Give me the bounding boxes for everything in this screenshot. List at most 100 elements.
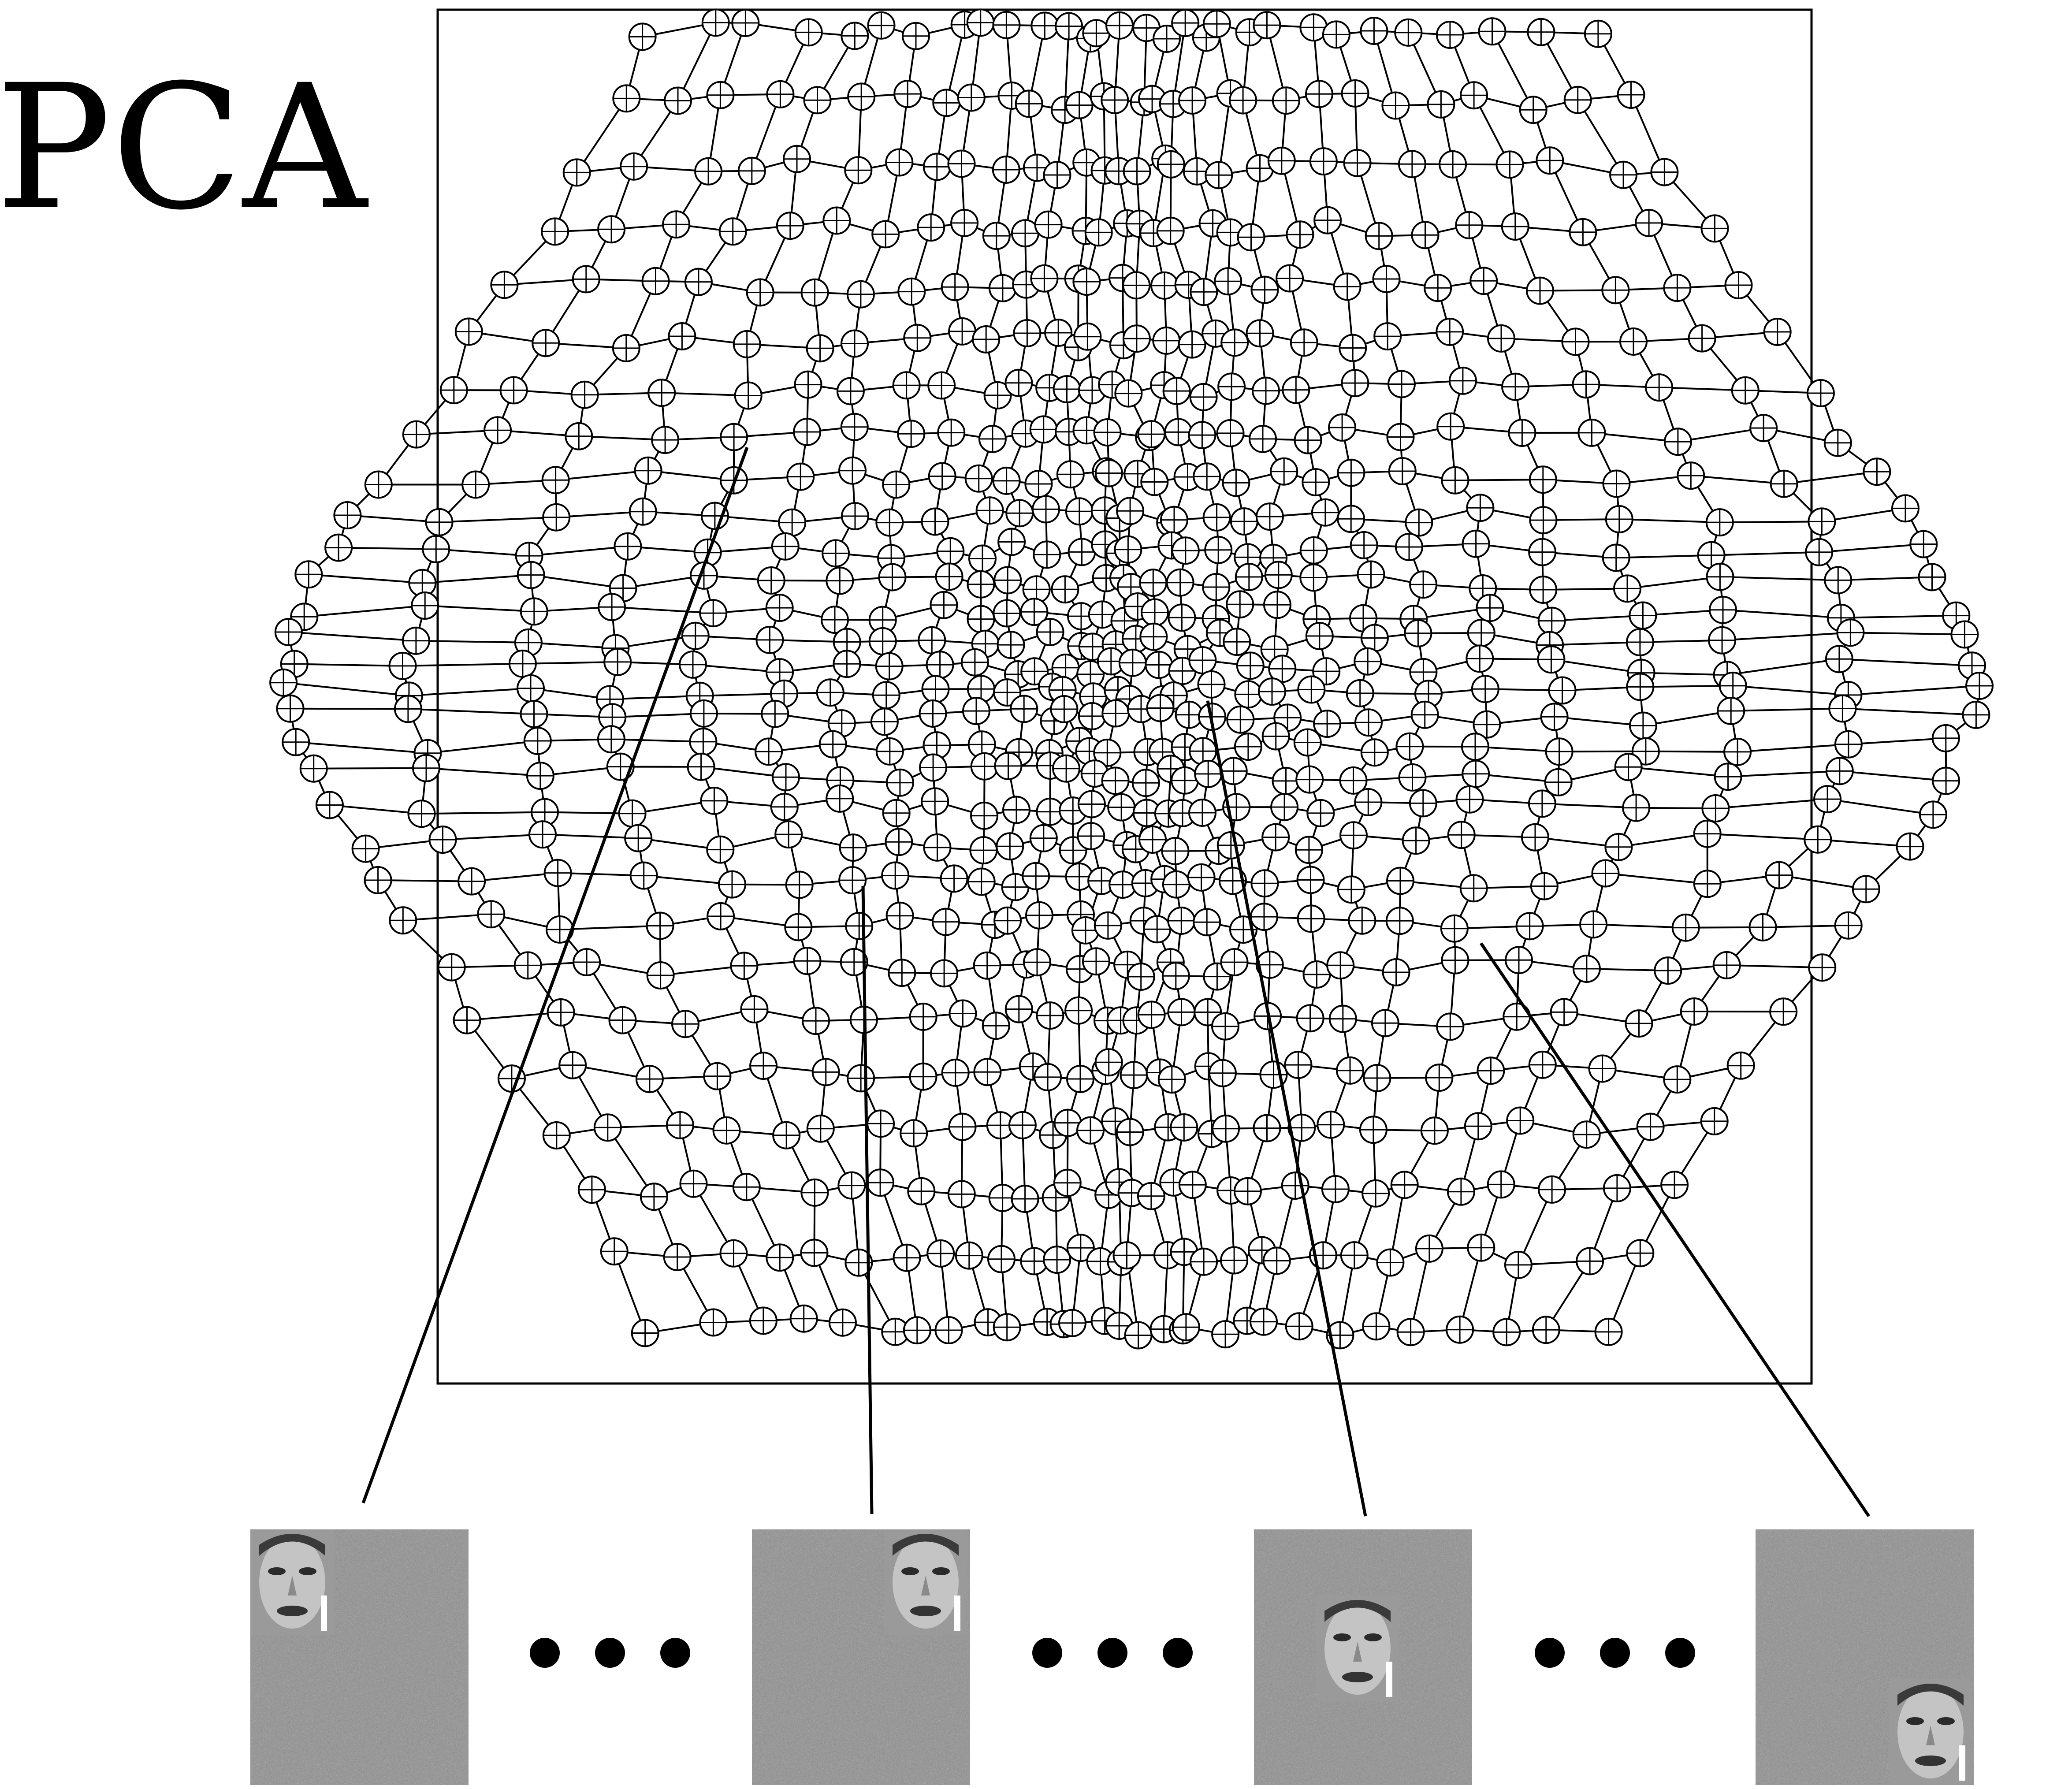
mesh-edge xyxy=(1593,923,1686,929)
mesh-edge xyxy=(1618,833,1707,848)
manifold-mesh xyxy=(269,8,1994,1350)
mesh-edge xyxy=(555,469,648,481)
mesh-edge xyxy=(436,548,529,557)
mesh-edge xyxy=(1616,554,1711,559)
thumbnail-face-center xyxy=(1254,1529,1472,1785)
plot-frame xyxy=(436,8,1813,1385)
mesh-edge xyxy=(1491,31,1534,111)
mesh-edge xyxy=(283,681,409,697)
mesh-edge xyxy=(1619,518,1720,524)
ellipsis-group xyxy=(530,1638,1695,1668)
mesh-edge xyxy=(1838,576,1932,581)
mesh-edge xyxy=(1577,99,1624,175)
mesh-edge xyxy=(1715,798,1828,809)
mesh-edge xyxy=(1711,551,1819,556)
mesh-edge xyxy=(1645,750,1738,753)
mesh-edge xyxy=(1722,632,1851,641)
thumbnail-face-top-left xyxy=(250,1529,469,1785)
mesh-edge xyxy=(1779,874,1867,890)
mesh-edge xyxy=(1841,614,1957,619)
mesh-edge xyxy=(296,741,428,754)
mesh-edge xyxy=(1707,833,1818,841)
mesh-edge xyxy=(529,545,628,557)
mesh-edge xyxy=(1818,838,1910,848)
mesh-edge xyxy=(611,738,703,743)
mesh-edge xyxy=(1551,614,1643,622)
mesh-edge xyxy=(403,913,491,922)
mesh-edge xyxy=(1607,1253,1641,1332)
mesh-edge xyxy=(611,606,714,614)
face-icon xyxy=(884,1529,967,1635)
mesh-edge xyxy=(408,708,534,715)
thumbnail-row xyxy=(250,1529,1974,1785)
mesh-edge xyxy=(531,574,623,589)
mesh-edge xyxy=(402,662,523,667)
arrow-2 xyxy=(861,885,874,1514)
mesh-edge xyxy=(1691,475,1784,485)
arrow-3 xyxy=(1206,700,1367,1517)
arrow-4 xyxy=(1480,942,1870,1517)
thumbnail-face-top-right xyxy=(752,1529,970,1785)
mesh-edge xyxy=(1605,872,1708,885)
mesh-edge xyxy=(1727,658,1840,676)
mesh-edge xyxy=(1659,387,1745,391)
mesh-edge xyxy=(439,516,557,523)
mesh-edge xyxy=(1542,803,1637,809)
mesh-edge xyxy=(1628,766,1728,778)
mesh-edge xyxy=(613,1251,646,1334)
mesh-edge xyxy=(677,22,717,101)
mesh-edge xyxy=(313,767,427,770)
mesh-edge xyxy=(416,640,528,643)
mesh-edge xyxy=(522,661,618,665)
mesh-edge xyxy=(692,663,780,673)
ellipsis-1 xyxy=(530,1638,690,1668)
mesh-edge xyxy=(467,1012,561,1021)
mesh-edge xyxy=(558,872,644,877)
connector-arrows xyxy=(361,446,1870,1517)
mesh-edge xyxy=(421,811,545,815)
mesh-edge xyxy=(1726,964,1823,969)
mesh-edge xyxy=(378,879,472,882)
mesh-edge xyxy=(648,469,734,481)
mesh-edge xyxy=(288,631,417,642)
thumbnail-face-bottom-right xyxy=(1756,1529,1974,1785)
mesh-edge xyxy=(1559,750,1646,753)
mesh-edge xyxy=(339,547,436,550)
mesh-edge xyxy=(612,712,704,718)
mesh-edge xyxy=(542,833,639,839)
mesh-edge xyxy=(1839,658,1972,667)
face-icon xyxy=(1316,1596,1399,1701)
mesh-edge xyxy=(294,663,403,667)
mesh-edge xyxy=(471,872,558,882)
mesh-edge xyxy=(1643,710,1731,727)
mesh-edge xyxy=(1551,658,1641,674)
mesh-edge xyxy=(1459,1247,1482,1330)
face-icon xyxy=(1889,1679,1972,1785)
mesh-edge xyxy=(1554,716,1644,727)
arrow-1 xyxy=(361,446,749,1504)
mesh-edge xyxy=(579,435,666,441)
mesh-edge xyxy=(1763,924,1849,928)
mesh-edge xyxy=(556,510,643,518)
mesh-edge xyxy=(304,605,425,618)
mesh-edge xyxy=(1733,684,1849,696)
mesh-edge xyxy=(1550,641,1640,646)
mesh-edge xyxy=(1719,521,1822,524)
ellipsis-2 xyxy=(1032,1638,1193,1668)
mesh-edge xyxy=(644,874,733,885)
mesh-edge xyxy=(528,641,616,649)
mesh-edge xyxy=(544,811,632,815)
mesh-edge xyxy=(1848,685,1980,696)
mesh-edge xyxy=(443,833,543,841)
mesh-edge xyxy=(329,804,422,815)
mesh-edge xyxy=(1592,431,1678,443)
mesh-edge xyxy=(1731,707,1843,712)
mesh-edge xyxy=(1678,427,1764,443)
mesh-edge xyxy=(426,767,541,777)
mesh-edge xyxy=(309,573,423,584)
face-icon xyxy=(250,1529,334,1635)
mesh-edge xyxy=(428,740,538,754)
mesh-edge xyxy=(1737,743,1849,753)
mesh-edge xyxy=(1842,707,1976,716)
